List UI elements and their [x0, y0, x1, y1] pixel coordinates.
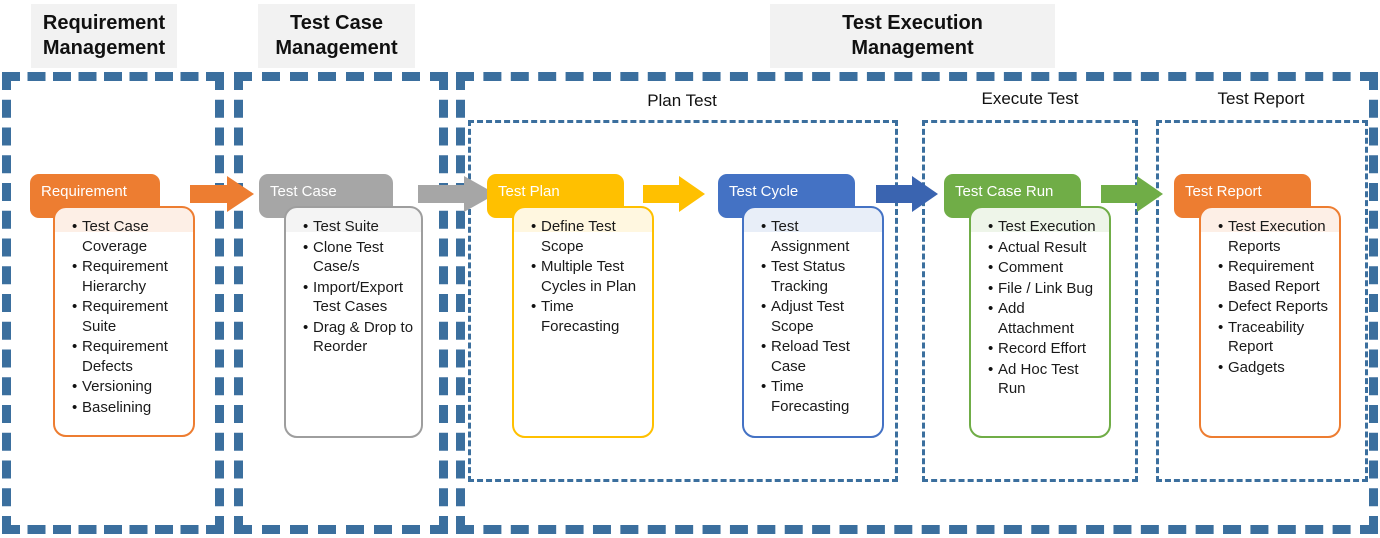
list-item: Test Status Tracking	[761, 257, 876, 296]
list-item: Requirement Based Report	[1218, 257, 1333, 296]
section-header-requirement-management: Requirement Management	[31, 4, 177, 68]
list-item: Requirement Hierarchy	[72, 257, 187, 296]
arrow-requirement-to-test-case	[190, 176, 254, 212]
group-box-requirement-management	[2, 72, 224, 534]
arrow-test-case-to-test-plan	[418, 176, 496, 212]
group-box-test-case-management	[234, 72, 448, 534]
card-test-case-run[interactable]: Test Execution Actual Result Comment Fil…	[969, 206, 1111, 438]
sub-box-test-report	[1156, 120, 1368, 482]
list-item: Ad Hoc Test Run	[988, 360, 1103, 399]
sub-section-label-execute-test: Execute Test	[981, 89, 1079, 108]
list-item: Reload Test Case	[761, 337, 876, 376]
section-header-test-case-management: Test Case Management	[258, 4, 415, 68]
list-item: Time Forecasting	[531, 297, 646, 336]
card-title-test-plan: Test Plan	[498, 183, 560, 200]
sub-section-label-test-report: Test Report	[1217, 89, 1305, 108]
list-item: Test Execution Reports	[1218, 217, 1333, 256]
sub-section-label-plan-test: Plan Test	[647, 91, 717, 110]
card-list-test-case: Test Suite Clone Test Case/s Import/Expo…	[286, 208, 421, 357]
arrow-test-case-run-to-test-report	[1101, 176, 1163, 212]
list-item: Comment	[988, 258, 1103, 278]
card-title-test-case: Test Case	[270, 183, 337, 200]
list-item: Time Forecasting	[761, 377, 876, 416]
card-title-test-cycle: Test Cycle	[729, 183, 799, 200]
card-title-test-case-run: Test Case Run	[955, 183, 1054, 200]
card-test-report[interactable]: Test Execution Reports Requirement Based…	[1199, 206, 1341, 438]
group-box-test-execution-management	[456, 72, 1378, 534]
list-item: Clone Test Case/s	[303, 238, 415, 277]
list-item: Gadgets	[1218, 358, 1333, 378]
list-item: Multiple Test Cycles in Plan	[531, 257, 646, 296]
list-item: Record Effort	[988, 339, 1103, 359]
list-item: Versioning	[72, 377, 187, 397]
arrow-test-plan-to-test-cycle	[643, 176, 705, 212]
list-item: Test Case Coverage	[72, 217, 187, 256]
card-test-plan[interactable]: Define Test Scope Multiple Test Cycles i…	[512, 206, 654, 438]
list-item: Import/Export Test Cases	[303, 278, 415, 317]
section-header-test-execution-management: Test Execution Management	[770, 4, 1055, 68]
list-item: Requirement Suite	[72, 297, 187, 336]
card-test-cycle[interactable]: Test Assignment Test Status Tracking Adj…	[742, 206, 884, 438]
card-list-requirement: Test Case Coverage Requirement Hierarchy…	[55, 208, 193, 417]
list-item: Defect Reports	[1218, 297, 1333, 317]
card-title-test-report: Test Report	[1185, 183, 1262, 200]
card-title-requirement: Requirement	[41, 183, 127, 200]
card-header-test-case-run[interactable]: Test Case Run	[944, 174, 1081, 218]
arrow-test-cycle-to-test-case-run	[876, 176, 938, 212]
list-item: Test Execution	[988, 217, 1103, 237]
sub-box-plan-test	[468, 120, 898, 482]
list-item: Add Attachment	[988, 299, 1103, 338]
list-item: Test Assignment	[761, 217, 876, 256]
card-list-test-cycle: Test Assignment Test Status Tracking Adj…	[744, 208, 882, 416]
list-item: Baselining	[72, 398, 187, 418]
list-item: Define Test Scope	[531, 217, 646, 256]
card-requirement[interactable]: Test Case Coverage Requirement Hierarchy…	[53, 206, 195, 437]
card-test-case[interactable]: Test Suite Clone Test Case/s Import/Expo…	[284, 206, 423, 438]
list-item: File / Link Bug	[988, 279, 1103, 299]
list-item: Adjust Test Scope	[761, 297, 876, 336]
list-item: Requirement Defects	[72, 337, 187, 376]
list-item: Test Suite	[303, 217, 415, 237]
sub-box-execute-test	[922, 120, 1138, 482]
card-list-test-case-run: Test Execution Actual Result Comment Fil…	[971, 208, 1109, 399]
card-list-test-plan: Define Test Scope Multiple Test Cycles i…	[514, 208, 652, 336]
list-item: Traceability Report	[1218, 318, 1333, 357]
list-item: Actual Result	[988, 238, 1103, 258]
card-list-test-report: Test Execution Reports Requirement Based…	[1201, 208, 1339, 377]
list-item: Drag & Drop to Reorder	[303, 318, 415, 357]
